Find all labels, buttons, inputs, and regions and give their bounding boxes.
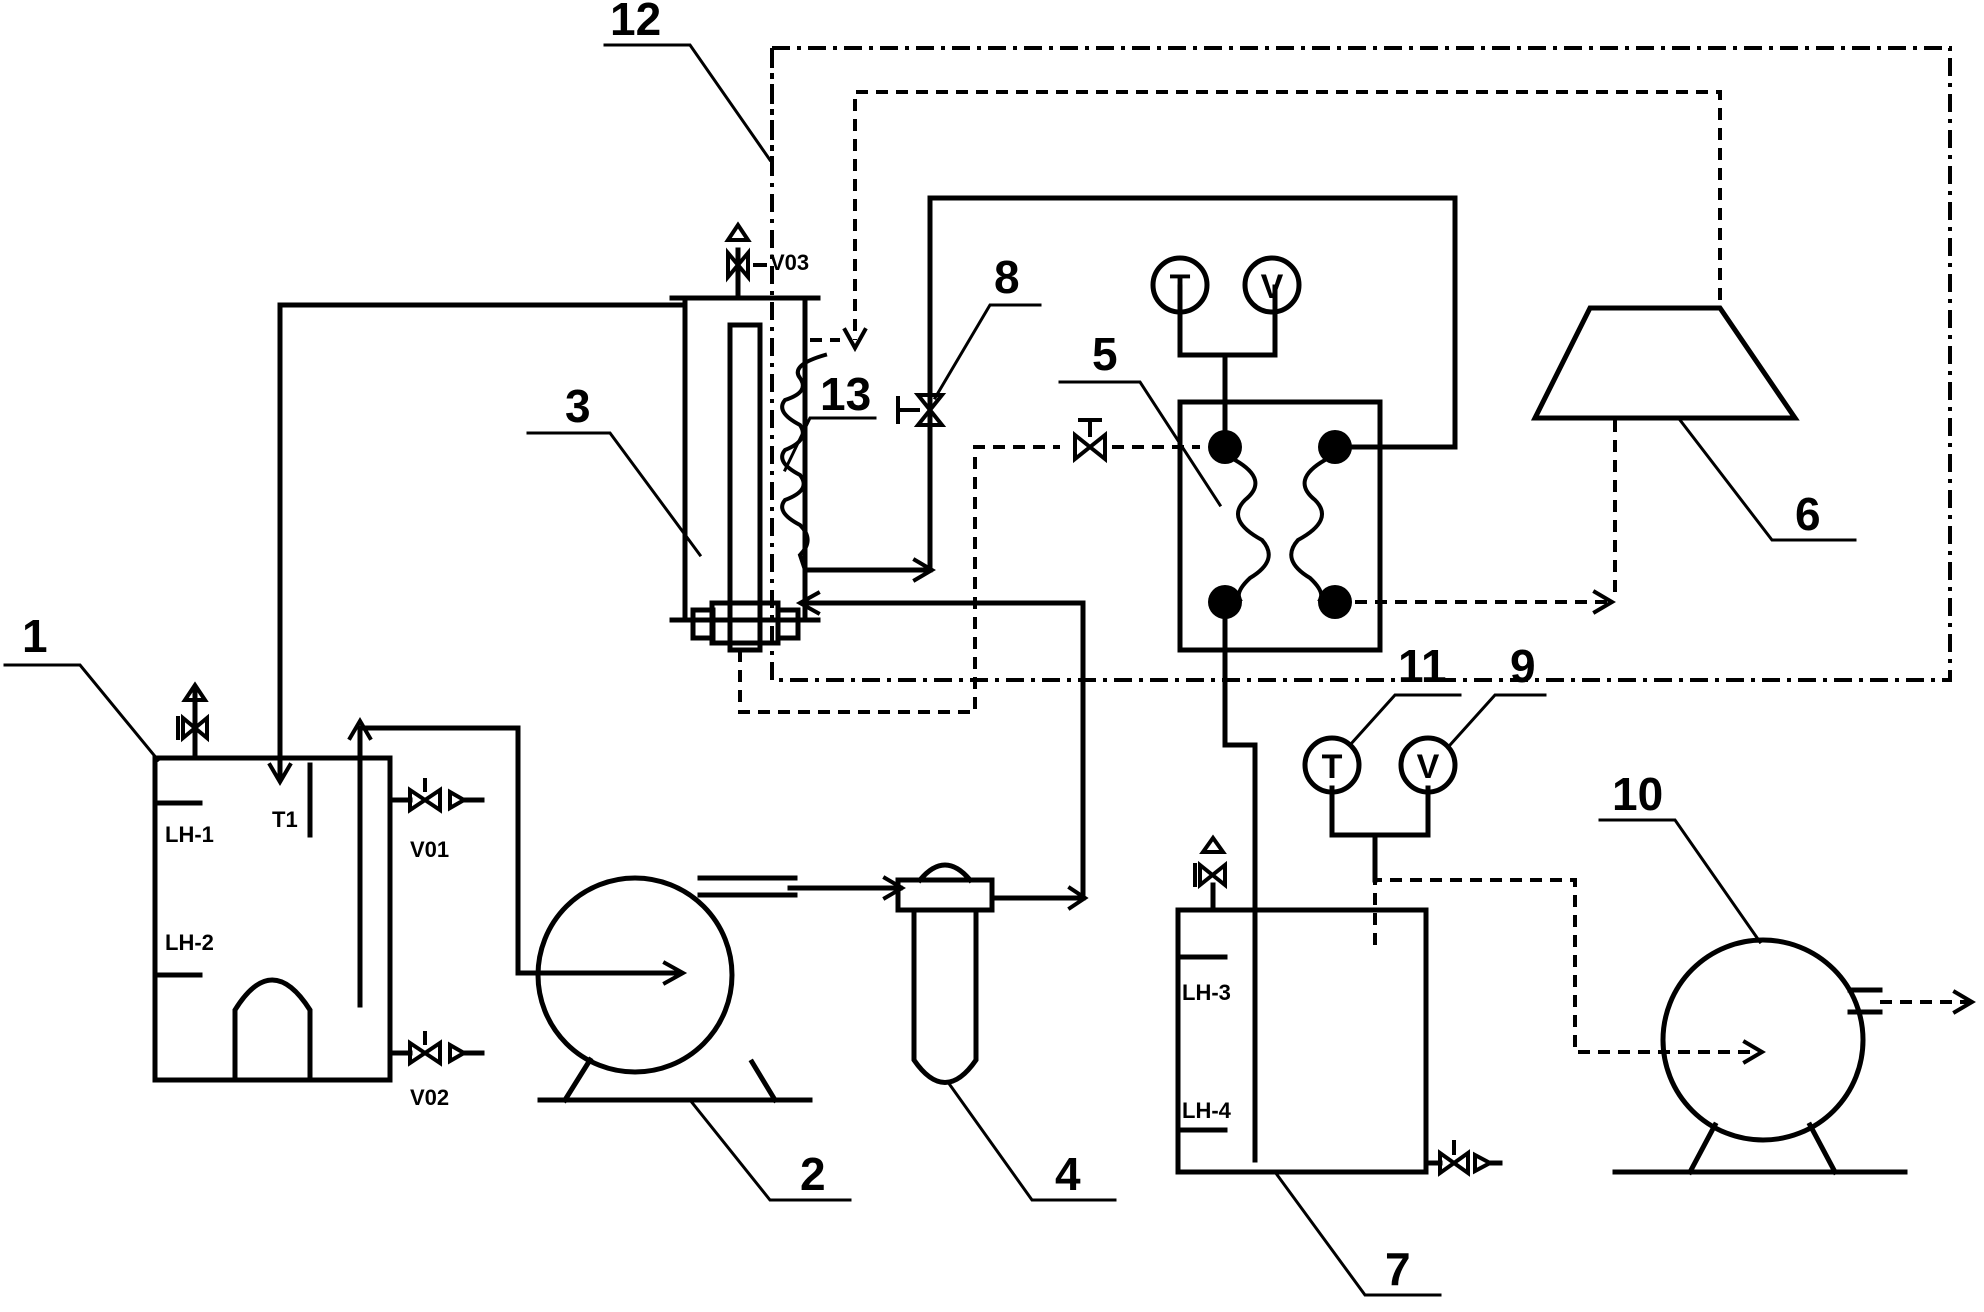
leader-1 <box>3 663 161 763</box>
callout-8: 8 <box>994 251 1020 303</box>
column-to-tank1-line <box>277 302 683 781</box>
exchanger5-to-tank7-line <box>1222 599 1258 1163</box>
label-v01: V01 <box>410 837 449 862</box>
column-3: V03 <box>669 221 821 653</box>
callout-5: 5 <box>1092 328 1118 380</box>
exchanger-inlet-valve[interactable] <box>1073 418 1107 464</box>
callout-1: 1 <box>22 610 48 662</box>
filter-4 <box>895 862 995 1085</box>
filter4-to-column-line <box>800 600 1086 901</box>
arrow-into-filter4 <box>882 875 906 901</box>
vacuum-gauge-top-label: V <box>1261 268 1284 306</box>
label-lh2: LH-2 <box>165 930 214 955</box>
temp-gauge-11 <box>1302 735 1362 795</box>
callout-7: 7 <box>1385 1243 1411 1295</box>
vacuum-gauge-top <box>1242 255 1302 315</box>
leader-9 <box>1447 693 1547 748</box>
feed-tank-1: LH-1 LH-2 T1 V01 V02 <box>152 681 485 1110</box>
condenser-coil-13 <box>780 352 922 572</box>
arrow-exhaust <box>1952 989 1976 1015</box>
label-lh4: LH-4 <box>1182 1098 1232 1123</box>
tank1-to-pump2-line <box>357 725 683 1008</box>
arrow-into-6 <box>1592 589 1616 615</box>
line-to-exchanger5 <box>927 195 1458 573</box>
arrow-into-column-bottom <box>795 590 821 616</box>
column-bottom-dashed-line <box>738 445 1060 714</box>
valve-8[interactable] <box>896 393 947 427</box>
leader-5 <box>1058 380 1223 508</box>
callout-9: 9 <box>1510 640 1536 692</box>
label-v02: V02 <box>410 1085 449 1110</box>
valve-v02[interactable] <box>387 1031 485 1067</box>
label-lh1: LH-1 <box>165 822 214 847</box>
leader-7 <box>1272 1169 1442 1297</box>
arrow-into-pump10 <box>1742 1039 1766 1065</box>
label-v03: V03 <box>770 250 809 275</box>
callout-12: 12 <box>610 0 661 45</box>
pump-2 <box>535 875 813 1104</box>
gauge-bracket-9-11 <box>1329 785 1431 883</box>
vacuum-gauge-9-label: V <box>1417 748 1440 786</box>
leader-6 <box>1677 417 1857 542</box>
arrow-up-tank1 <box>347 717 373 741</box>
callout-2: 2 <box>800 1148 826 1200</box>
leader-8 <box>932 303 1042 401</box>
leader-13 <box>782 416 877 473</box>
leader-11 <box>1347 693 1462 748</box>
loop-12-line <box>770 46 1952 682</box>
arrow-into-pump2 <box>662 960 688 986</box>
receiver-tank-7: LH-3 LH-4 <box>1175 834 1503 1177</box>
unit-6 <box>1530 305 1800 421</box>
callout-13: 13 <box>820 368 871 420</box>
gauge-tv-bracket <box>1177 284 1278 358</box>
leader-2 <box>687 1097 852 1202</box>
tank7-to-pump10-dashed <box>1373 878 1760 1054</box>
heat-exchanger-5 <box>1177 357 1383 653</box>
temp-gauge-top <box>1150 255 1210 315</box>
leader-12 <box>603 43 773 163</box>
temp-gauge-11-label: T <box>1322 748 1343 786</box>
vapor-return-line <box>853 90 1722 340</box>
vacuum-pump-10 <box>1612 937 1908 1176</box>
callout-6: 6 <box>1795 488 1821 540</box>
callout-3: 3 <box>565 380 591 432</box>
arrow-down-filter-out <box>1067 885 1089 911</box>
callout-10: 10 <box>1612 768 1663 820</box>
leader-3 <box>526 431 703 558</box>
leader-4 <box>947 1082 1117 1202</box>
label-t1: T1 <box>272 807 298 832</box>
vacuum-gauge-9 <box>1398 735 1458 795</box>
leader-10 <box>1598 818 1763 945</box>
arrow-down-vapor <box>842 327 868 353</box>
valve-v01[interactable] <box>387 778 485 814</box>
temp-gauge-top-label: T <box>1170 268 1191 306</box>
callout-4: 4 <box>1055 1148 1081 1200</box>
callout-11: 11 <box>1398 640 1447 692</box>
label-lh3: LH-3 <box>1182 980 1231 1005</box>
arrow-into-tank1 <box>267 762 293 786</box>
